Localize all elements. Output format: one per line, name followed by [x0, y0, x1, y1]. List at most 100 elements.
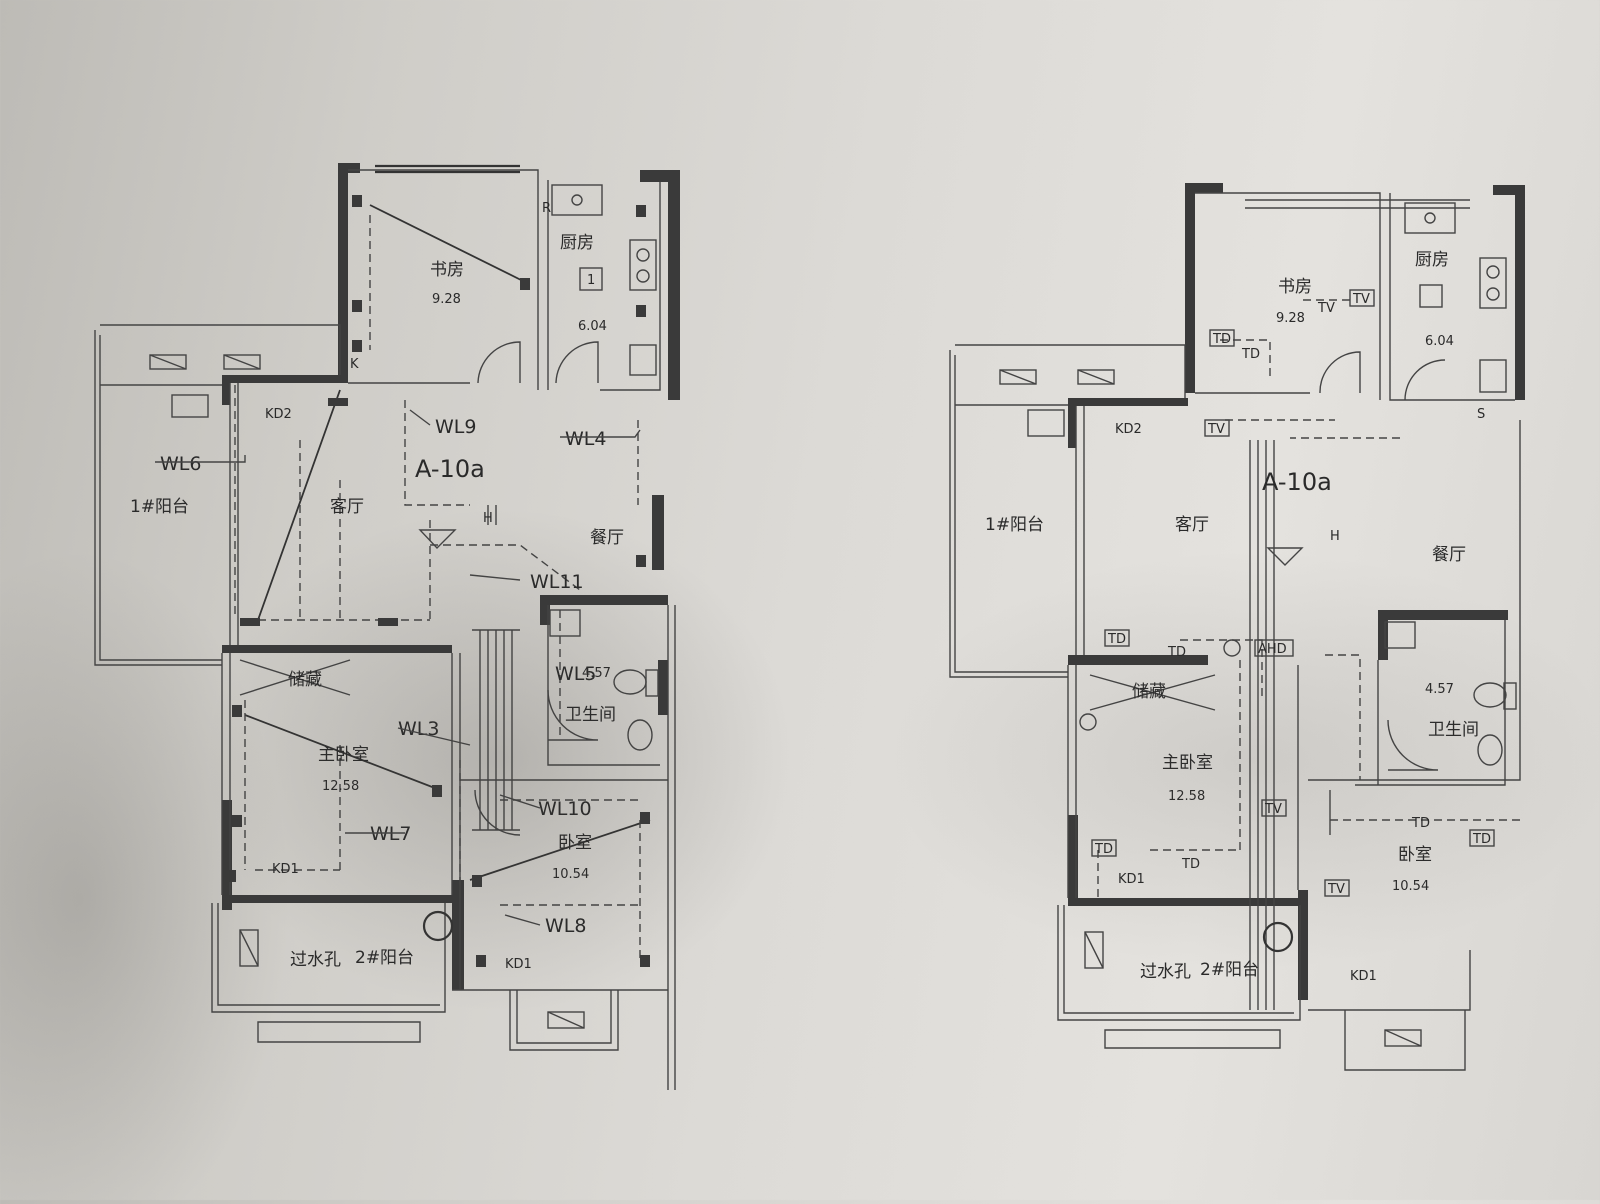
wall [1068, 398, 1188, 406]
room-area-bathroom: 4.57 [582, 666, 611, 681]
storage-cross [239, 659, 351, 696]
toilet [645, 669, 659, 697]
kitchen-sink [1424, 212, 1436, 224]
data-outlet: TD [1212, 332, 1231, 347]
wall [1515, 185, 1525, 400]
lamp-icon [226, 195, 650, 967]
socket [1223, 639, 1241, 657]
room-area-master: 12.58 [1168, 789, 1205, 804]
cabinet [1384, 621, 1416, 649]
window [1077, 369, 1115, 385]
mark-s: S [1477, 407, 1485, 422]
partition [221, 605, 676, 1090]
box-label: KD1 [1118, 872, 1145, 887]
room-area-kitchen: 6.04 [1425, 334, 1454, 349]
circuit-label: WL3 [398, 718, 439, 740]
data-outlet: TD [1094, 842, 1113, 857]
door [1404, 359, 1446, 401]
data-outlet: TD [1411, 816, 1430, 831]
wall [1185, 183, 1223, 193]
junction [487, 505, 497, 525]
door [1387, 719, 1439, 771]
wash-basin [627, 719, 653, 751]
data-outlet: TD [1107, 632, 1126, 647]
kitchen-sink [551, 184, 603, 216]
partition [1067, 420, 1521, 1071]
toilet [1473, 682, 1507, 708]
wall [1378, 610, 1388, 660]
stove [1479, 257, 1507, 309]
balcony-outline [1057, 905, 1301, 1049]
wall [1493, 185, 1525, 195]
balcony-outline [94, 324, 341, 666]
wall [338, 163, 360, 173]
box-label: KD2 [265, 407, 292, 422]
cabinet [549, 609, 581, 637]
room-name-kitchen: 厨房 [560, 233, 594, 253]
drain-pipe [422, 910, 454, 942]
window [1384, 1029, 1422, 1047]
partition [348, 169, 661, 391]
tv-outlet: TV [1207, 422, 1225, 437]
door [1319, 351, 1361, 394]
wiring [244, 204, 651, 881]
circuit-label: WL5 [555, 663, 596, 685]
room-name-balcony2: 2#阳台 [1200, 960, 1259, 980]
room-name-living: 客厅 [1175, 515, 1209, 535]
wall [1068, 898, 1298, 906]
wall [452, 880, 464, 990]
drain-hole-label: 过水孔 [1140, 962, 1191, 982]
kitchen-sink [571, 194, 583, 206]
fridge [629, 344, 657, 376]
tv-outlet: TV [1327, 882, 1345, 897]
appliance [1419, 284, 1443, 308]
room-name-balcony2: 2#阳台 [355, 948, 414, 968]
door [547, 689, 599, 741]
door [477, 341, 521, 384]
window [547, 1011, 585, 1029]
mark-h: H [1330, 529, 1340, 544]
room-name-bedroom: 卧室 [558, 833, 592, 853]
mark-r: R [542, 201, 551, 216]
wiring [1097, 299, 1520, 900]
stove [1486, 287, 1500, 301]
distribution-box [171, 394, 209, 418]
stove [636, 269, 650, 283]
tv-outlet: TV [1264, 802, 1282, 817]
wall [222, 800, 232, 910]
right-floor-plan: 书房 9.28 厨房 6.04 客厅 餐厅 1#阳台 储藏 主卧室 12.58 … [949, 183, 1525, 1071]
staircase [1249, 440, 1275, 1010]
tv-outlet: TV [1352, 292, 1370, 307]
kitchen-index: 1 [587, 273, 595, 288]
data-outlet: TD [1472, 832, 1491, 847]
data-outlet: TD [1181, 857, 1200, 872]
box-label: KD1 [272, 862, 299, 877]
door [474, 789, 521, 836]
room-name-living: 客厅 [330, 497, 364, 517]
staircase [472, 629, 520, 831]
circuit-label: WL9 [435, 416, 476, 438]
data-outlet: TD [1167, 645, 1186, 660]
wall [668, 170, 680, 400]
room-name-master: 主卧室 [1162, 753, 1213, 773]
room-name-storage: 储藏 [288, 670, 322, 690]
window [1084, 931, 1104, 969]
room-area-study: 9.28 [1276, 311, 1305, 326]
window [375, 164, 520, 174]
left-floor-plan: 书房 9.28 厨房 1 6.04 客厅 餐厅 1#阳台 储藏 主卧室 12.5… [94, 163, 680, 1090]
tv-outlet: TV [1317, 301, 1335, 316]
room-name-storage: 储藏 [1132, 682, 1166, 702]
circuit-label: WL10 [538, 798, 592, 820]
wall [540, 595, 668, 605]
balcony-outline [949, 344, 1186, 678]
window [149, 354, 187, 370]
room-name-balcony1: 1#阳台 [130, 497, 189, 517]
room-area-bathroom: 4.57 [1425, 682, 1454, 697]
box-label: KD1 [1350, 969, 1377, 984]
fridge [1479, 359, 1507, 393]
window [999, 369, 1037, 385]
stove [629, 239, 657, 291]
room-name-master: 主卧室 [318, 745, 369, 765]
